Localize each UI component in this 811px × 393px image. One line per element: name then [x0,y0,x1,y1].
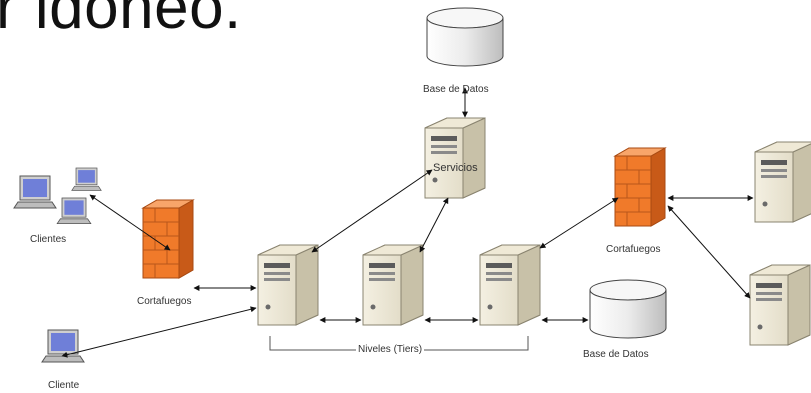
label-services: Servicios [433,162,478,174]
right-top-server-icon [754,141,811,223]
slide-title-fragment: r idóneo. [0,0,242,42]
clients-group-icon [13,167,102,225]
client-single-icon [41,329,85,363]
tier2-server-icon [362,244,424,326]
label-firewall-left: Cortafuegos [137,296,192,307]
label-clients: Clientes [30,234,67,245]
label-tiers: Niveles (Tiers) [356,344,425,355]
connection-lines [61,87,754,358]
label-firewall-right: Cortafuegos [606,244,661,255]
firewall-left-icon [142,199,194,279]
services-server-icon [424,117,486,199]
label-db-top: Base de Datos [423,84,489,95]
label-db-bottom: Base de Datos [583,349,649,360]
label-client-single: Cliente [48,380,80,391]
database-top-icon [426,7,504,67]
database-bottom-icon [589,279,667,339]
tier1-server-icon [257,244,319,326]
firewall-right-icon [614,147,666,227]
right-bottom-server-icon [749,264,811,346]
tier3-server-icon [479,244,541,326]
